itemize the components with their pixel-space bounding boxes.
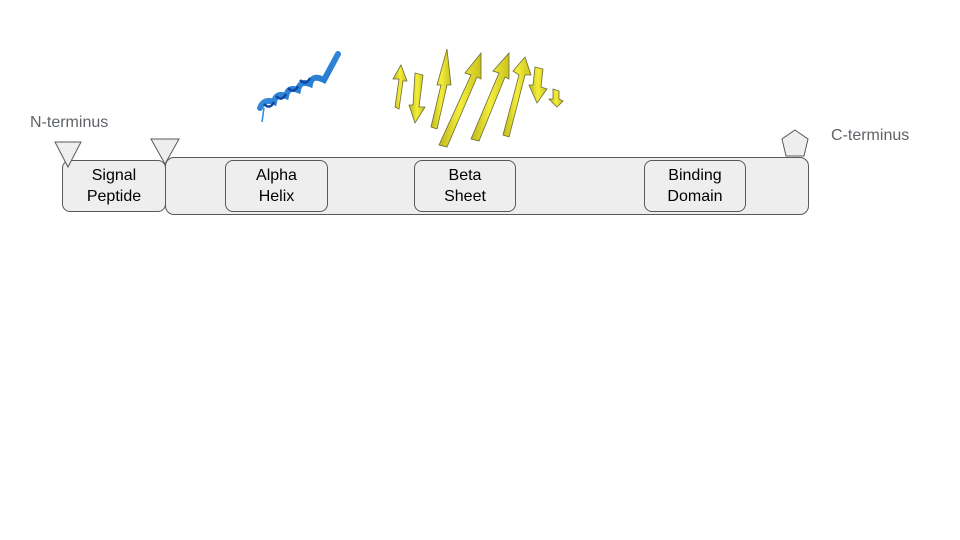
signal-peptide-segment: Signal Peptide [62, 160, 166, 212]
beta-sheet-arrows-icon [392, 48, 564, 148]
c-terminus-pentagon-icon [781, 129, 809, 157]
signal-peptide-label: Signal Peptide [86, 167, 142, 205]
n-terminus-triangle-icon [54, 141, 82, 169]
n-terminus-label: N-terminus [30, 114, 109, 131]
alpha-helix-label: Alpha Helix [256, 167, 297, 205]
c-terminus-label: C-terminus [831, 127, 910, 144]
alpha-helix-ribbon-icon [257, 51, 341, 123]
alpha-helix-domain: Alpha Helix [225, 160, 328, 212]
binding-domain: Binding Domain [644, 160, 746, 212]
cleavage-site-triangle-icon [150, 138, 180, 166]
beta-sheet-domain: Beta Sheet [414, 160, 516, 212]
beta-sheet-label: Beta Sheet [444, 167, 486, 205]
binding-domain-label: Binding Domain [667, 167, 723, 205]
